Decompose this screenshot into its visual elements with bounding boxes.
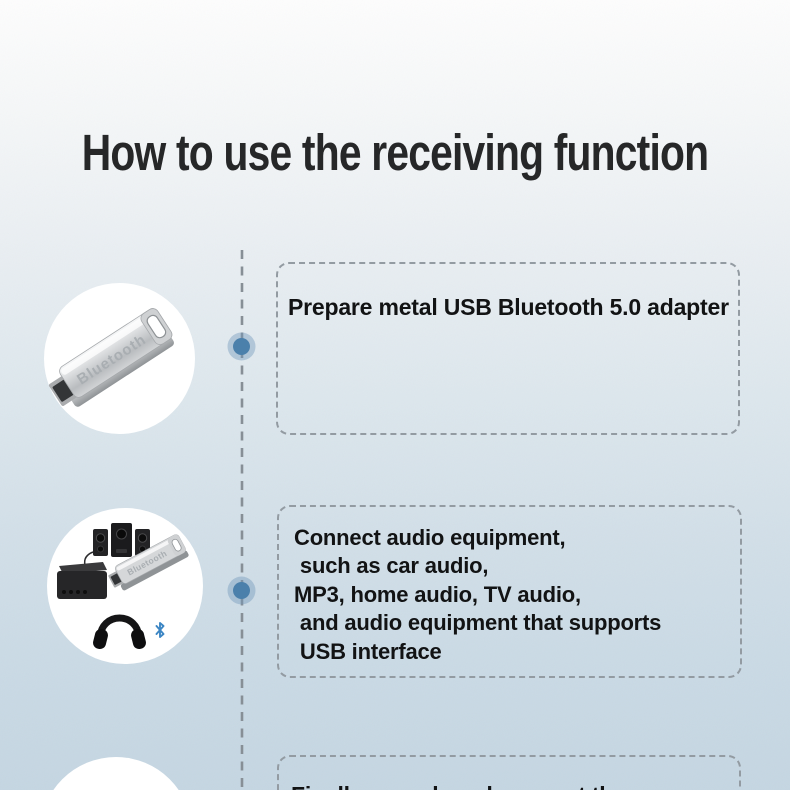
step3-text-box: Finally, search and connect the bluetoot… <box>277 755 741 790</box>
page-title: How to use the receiving function <box>81 124 709 181</box>
soundbar-speaker-icon <box>57 562 107 599</box>
step3-photo-circle <box>40 757 192 790</box>
timeline-dot-step1 <box>233 338 250 355</box>
step1-text-box: Prepare metal USB Bluetooth 5.0 adapter <box>276 262 740 435</box>
usb-bluetooth-adapter-icon: Bluetooth <box>48 308 174 407</box>
headphones-icon <box>93 614 146 650</box>
step3-instruction-text: Finally, search and connect the bluetoot… <box>279 757 739 790</box>
step1-photo-circle: Bluetooth <box>44 283 195 434</box>
step2-photo-circle: Bluetooth <box>47 508 203 664</box>
speaker-set-icon <box>83 523 150 566</box>
step2-instruction-text: Connect audio equipment, such as car aud… <box>294 525 662 664</box>
timeline-dot-step2 <box>233 582 250 599</box>
timeline-dashed-line <box>240 250 244 790</box>
mini-adapter-icon: Bluetooth <box>108 534 189 591</box>
bluetooth-symbol-icon <box>155 622 165 638</box>
step2-text-box: Connect audio equipment, such as car aud… <box>277 505 742 678</box>
step1-instruction-text: Prepare metal USB Bluetooth 5.0 adapter <box>288 294 729 320</box>
audio-equipment-icons: Bluetooth <box>57 523 189 650</box>
